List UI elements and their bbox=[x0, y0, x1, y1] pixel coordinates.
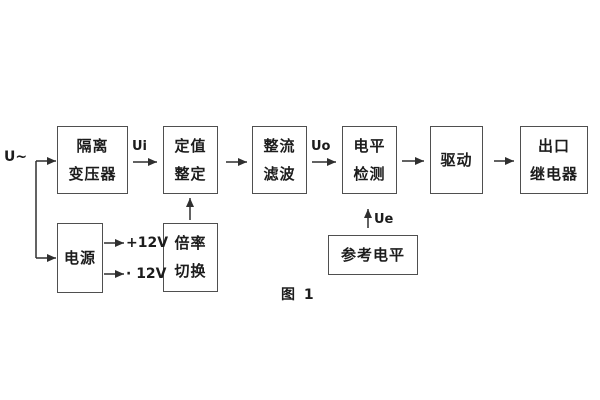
block-label-line: 整流 bbox=[263, 136, 296, 155]
block-label-line: 继电器 bbox=[529, 164, 578, 183]
block-label-line: 变压器 bbox=[68, 164, 117, 183]
signal-label-minus12v: · 12V bbox=[126, 266, 167, 282]
block-output-relay: 出口 继电器 bbox=[520, 126, 588, 194]
block-label-line: 出口 bbox=[537, 136, 570, 155]
block-label-line: 检测 bbox=[353, 164, 386, 183]
block-ratio-switch: 倍率 切换 bbox=[163, 223, 218, 292]
block-reference-level: 参考电平 bbox=[328, 235, 418, 275]
block-label-line: 驱动 bbox=[440, 150, 473, 169]
signal-label-input: U~ bbox=[4, 149, 28, 165]
block-label-line: 参考电平 bbox=[340, 245, 405, 264]
block-label-line: 整定 bbox=[174, 164, 207, 183]
block-level-detection: 电平 检测 bbox=[342, 126, 397, 194]
block-isolation-transformer: 隔离 变压器 bbox=[57, 126, 128, 194]
signal-label-uo: Uo bbox=[311, 139, 331, 154]
block-label-line: 电平 bbox=[353, 136, 386, 155]
block-label-line: 隔离 bbox=[76, 136, 109, 155]
block-power-supply: 电源 bbox=[57, 223, 103, 293]
block-setting: 定值 整定 bbox=[163, 126, 218, 194]
figure-caption: 图 1 bbox=[281, 287, 316, 303]
block-label-line: 切换 bbox=[174, 262, 207, 280]
block-label-line: 电源 bbox=[63, 248, 96, 267]
signal-label-ui: Ui bbox=[132, 139, 148, 154]
block-label-line: 倍率 bbox=[174, 234, 207, 252]
signal-label-plus12v: +12V bbox=[126, 235, 169, 251]
block-rectifier-filter: 整流 滤波 bbox=[252, 126, 307, 194]
signal-label-ue: Ue bbox=[374, 212, 394, 227]
block-label-line: 定值 bbox=[174, 136, 207, 155]
block-drive: 驱动 bbox=[430, 126, 483, 194]
block-label-line: 滤波 bbox=[263, 164, 296, 183]
